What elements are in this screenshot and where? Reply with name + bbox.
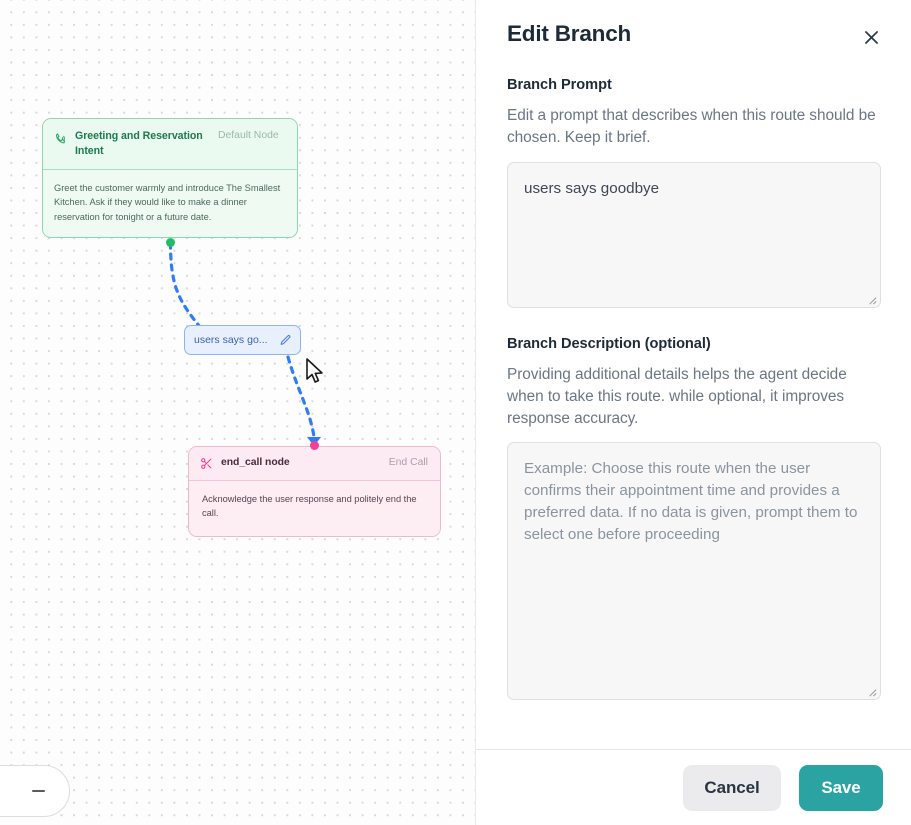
cancel-button[interactable]: Cancel [683, 764, 781, 811]
page-title: Edit Branch [507, 21, 632, 46]
node-header: Greeting and Reservation Intent Default … [43, 119, 297, 170]
pencil-icon[interactable] [279, 334, 292, 347]
edit-branch-panel: Edit Branch Branch Prompt Edit a prompt … [476, 0, 911, 825]
scissors-icon [200, 457, 213, 470]
save-button[interactable]: Save [799, 764, 883, 811]
node-title: end_call node [221, 457, 290, 468]
branch-prompt-input[interactable] [507, 161, 881, 308]
edge-greeting-to-branch [168, 241, 202, 329]
minus-icon [32, 789, 45, 793]
section-spacer [507, 308, 881, 336]
node-divider [43, 169, 297, 171]
flow-canvas[interactable]: Greeting and Reservation Intent Default … [0, 0, 476, 825]
panel-header: Edit Branch [507, 21, 881, 51]
branch-label-chip[interactable]: users says go... [184, 325, 301, 355]
branch-description-label: Branch Description (optional) [507, 335, 711, 352]
node-type-badge: End Call [388, 457, 428, 468]
branch-prompt-label: Branch Prompt [507, 77, 612, 93]
zoom-out-button[interactable] [0, 765, 70, 817]
flow-node-greeting[interactable]: Greeting and Reservation Intent Default … [42, 118, 298, 238]
canvas-right-border [475, 0, 476, 825]
node-type-badge: Default Node [218, 130, 279, 141]
phone-call-icon [54, 132, 67, 145]
panel-content: Edit Branch Branch Prompt Edit a prompt … [476, 0, 911, 749]
branch-prompt-field-wrap [507, 161, 881, 308]
node-body-text: Acknowledge the user response and polite… [189, 480, 440, 537]
panel-footer: Cancel Save [476, 749, 911, 825]
mouse-cursor-icon [305, 358, 325, 386]
flow-node-end-call[interactable]: end_call node End Call Acknowledge the u… [188, 446, 441, 538]
node-source-handle[interactable] [166, 238, 175, 247]
node-divider [189, 479, 440, 481]
close-icon[interactable] [858, 24, 885, 51]
branch-description-field-wrap [507, 442, 881, 701]
node-title: Greeting and Reservation Intent [75, 130, 203, 158]
branch-description-help: Providing additional details helps the a… [507, 365, 847, 427]
branch-description-input[interactable] [507, 442, 881, 701]
node-header: end_call node End Call [189, 447, 440, 480]
node-body-text: Greet the customer warmly and introduce … [43, 170, 297, 237]
node-target-handle[interactable] [310, 441, 319, 450]
branch-prompt-help: Edit a prompt that describes when this r… [507, 107, 876, 146]
branch-chip-label: users says go... [194, 334, 268, 346]
